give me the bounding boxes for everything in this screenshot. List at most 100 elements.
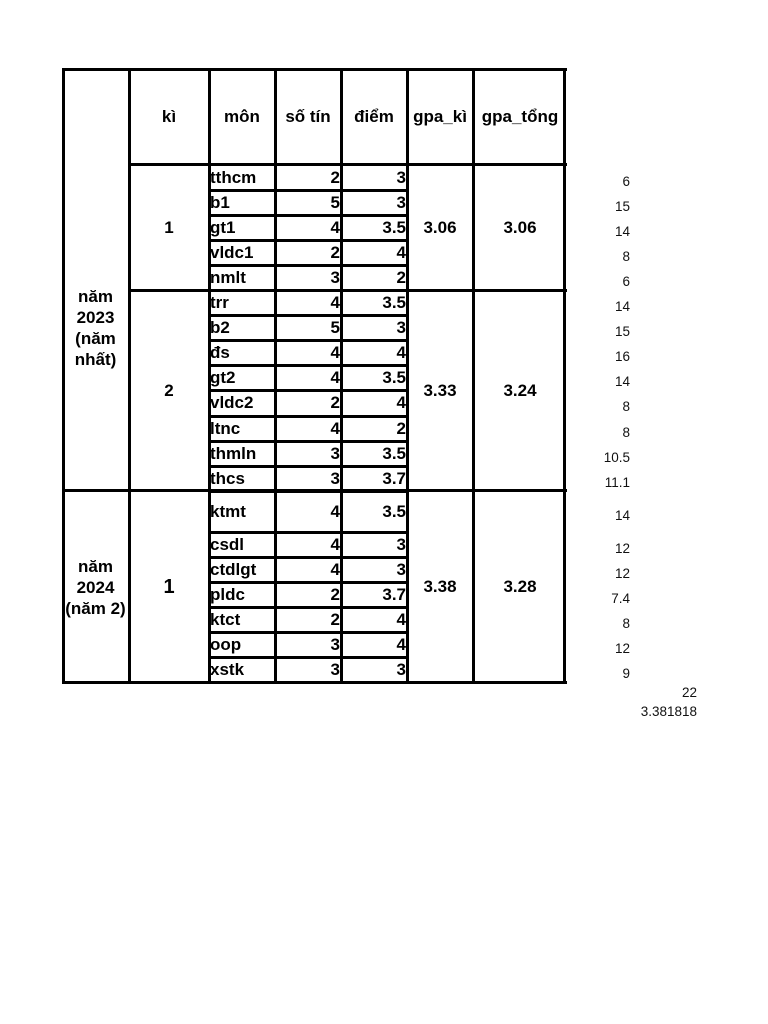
semester-gpa: 3.06 [423, 217, 457, 237]
semester-number: 1 [164, 217, 174, 237]
course-credits: 2 [330, 393, 340, 413]
course-grade: 2 [396, 267, 406, 287]
course-grade: 3.5 [382, 217, 406, 237]
side-weighted-value: 14 [614, 374, 630, 390]
column-border [208, 68, 211, 683]
course-grade: 3.7 [382, 468, 406, 488]
course-credits: 2 [330, 585, 340, 605]
course-grade: 3 [396, 660, 406, 680]
course-credits: 4 [330, 293, 340, 313]
course-grade: 4 [396, 242, 406, 262]
cumulative-gpa: 3.06 [503, 217, 537, 237]
course-name: ktct [210, 610, 241, 630]
row-divider [209, 414, 407, 418]
course-grade: 2 [396, 418, 406, 438]
course-credits: 4 [330, 368, 340, 388]
header-gpa-tong: gpa_tổng [481, 106, 559, 126]
course-grade: 3 [396, 192, 406, 212]
year-label: năm 2023 (năm nhất) [74, 287, 117, 370]
year-divider [62, 489, 567, 493]
course-name: b1 [210, 192, 230, 212]
course-credits: 3 [330, 267, 340, 287]
course-credits: 5 [330, 192, 340, 212]
course-grade: 4 [396, 343, 406, 363]
column-border [563, 68, 566, 683]
course-name: nmlt [210, 267, 246, 287]
course-credits: 4 [330, 343, 340, 363]
course-grade: 3.5 [382, 293, 406, 313]
course-grade: 3 [396, 559, 406, 579]
course-name: gt2 [210, 368, 236, 388]
row-divider [209, 656, 407, 660]
column-border [128, 68, 131, 683]
semester-number: 2 [164, 380, 174, 400]
year-label: năm 2024 (năm 2) [65, 556, 126, 618]
course-credits: 3 [330, 468, 340, 488]
course-grade: 4 [396, 635, 406, 655]
course-grade: 4 [396, 393, 406, 413]
side-weighted-value: 6 [622, 173, 630, 189]
course-grade: 4 [396, 610, 406, 630]
course-name: ctdlgt [210, 559, 257, 579]
course-grade: 3.7 [382, 585, 406, 605]
cumulative-gpa: 3.24 [503, 380, 537, 400]
semester-gpa: 3.33 [423, 380, 457, 400]
row-divider [209, 263, 407, 267]
side-weighted-value: 14 [614, 223, 630, 239]
column-border [406, 68, 409, 683]
side-weighted-value: 15 [614, 324, 630, 340]
summary-gpa-value: 3.381818 [640, 704, 697, 719]
row-divider [209, 389, 407, 393]
side-weighted-value: 12 [614, 540, 630, 556]
course-credits: 4 [330, 217, 340, 237]
course-name: đs [210, 343, 230, 363]
side-weighted-value: 14 [614, 299, 630, 315]
header-gpa-ki: gpa_kì [413, 106, 467, 126]
row-divider [209, 364, 407, 368]
summary-total-credits: 22 [681, 685, 697, 700]
row-divider [209, 339, 407, 343]
column-border [472, 68, 475, 683]
semester-number: 1 [163, 575, 175, 598]
side-weighted-value: 9 [622, 666, 630, 682]
course-grade: 3.5 [382, 443, 406, 463]
course-credits: 4 [330, 501, 340, 521]
course-grade: 3.5 [382, 501, 406, 521]
course-name: vldc1 [210, 242, 254, 262]
side-weighted-value: 11.1 [604, 474, 630, 490]
side-weighted-value: 10.5 [603, 449, 630, 465]
side-weighted-value: 8 [622, 399, 630, 415]
course-credits: 2 [330, 610, 340, 630]
row-divider [209, 530, 407, 534]
course-name: pldc [210, 585, 245, 605]
cumulative-gpa: 3.28 [503, 577, 537, 597]
row-divider [209, 188, 407, 192]
year-divider [62, 680, 567, 684]
course-credits: 2 [330, 242, 340, 262]
side-weighted-value: 8 [622, 616, 630, 632]
semester-gpa: 3.38 [423, 577, 457, 597]
course-credits: 5 [330, 318, 340, 338]
header-ki: kì [161, 106, 177, 126]
course-name: vldc2 [210, 393, 254, 413]
column-border [340, 68, 343, 683]
course-credits: 3 [330, 635, 340, 655]
header-so-tin: số tín [285, 106, 331, 126]
course-grade: 3.5 [382, 368, 406, 388]
column-border [274, 68, 277, 683]
course-name: thcs [210, 468, 245, 488]
row-divider [209, 581, 407, 584]
course-credits: 3 [330, 660, 340, 680]
course-name: b2 [210, 318, 230, 338]
row-divider [209, 439, 407, 443]
row-divider [209, 238, 407, 242]
header-bottom-border [129, 163, 567, 166]
course-name: csdl [210, 534, 245, 554]
header-mon: môn [224, 106, 260, 126]
course-credits: 2 [330, 167, 340, 187]
course-credits: 4 [330, 534, 340, 554]
side-weighted-value: 6 [622, 273, 630, 289]
course-name: trr [210, 293, 229, 313]
course-grade: 3 [396, 534, 406, 554]
